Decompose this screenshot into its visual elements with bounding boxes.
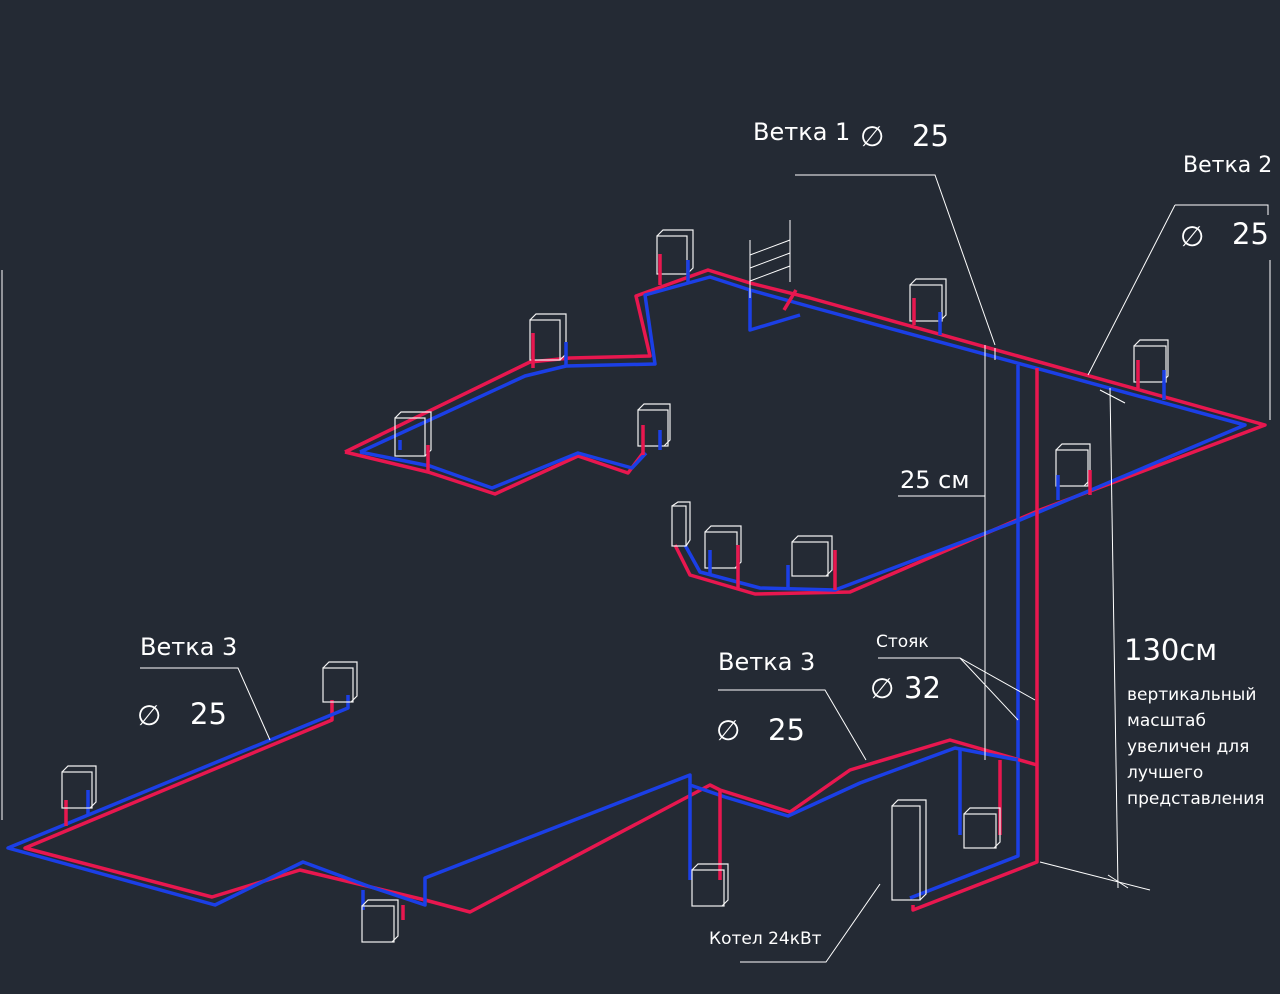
height-25-label: 25 см	[900, 466, 969, 494]
riser-label: Стояк	[876, 632, 929, 652]
riser-pipes	[909, 365, 1039, 912]
lower-radiators	[61, 661, 1001, 943]
branch3-right-label: Ветка 3	[718, 648, 815, 676]
upper-return-pipe	[359, 275, 1247, 592]
branch1-diameter: 25	[912, 119, 949, 153]
radiator-icon	[361, 899, 399, 943]
scale-note-line3: увеличен для	[1127, 737, 1249, 757]
branch3-left-diameter: 25	[190, 697, 227, 731]
boiler-label: Котел 24кВт	[709, 929, 822, 949]
upper-return-pipe-inner	[359, 450, 648, 490]
radiator-icon	[963, 807, 1001, 849]
branch2-diameter: 25	[1232, 217, 1269, 251]
riser-supply	[911, 368, 1039, 912]
lower-supply-pipe	[23, 700, 1038, 914]
upper-supply-pipe-inner	[344, 450, 645, 496]
ladder-return-pipe	[748, 290, 801, 332]
scale-note-line4: лучшего	[1127, 763, 1203, 783]
radiator-icon	[691, 863, 729, 907]
branch1-diameter-symbol: ∅	[860, 120, 884, 153]
riser-return	[909, 365, 1020, 900]
riser-diameter-symbol: ∅	[870, 672, 894, 705]
radiator-icon	[1055, 443, 1092, 500]
upper-supply-pipe	[344, 268, 1267, 596]
branch3-right-diameter-symbol: ∅	[716, 714, 740, 747]
branch2-label: Ветка 2	[1183, 153, 1272, 178]
radiator-icon	[61, 765, 97, 809]
ladder-supply-pipe	[782, 289, 798, 311]
radiator-icon	[529, 313, 568, 368]
upper-floor-pipes	[344, 268, 1267, 596]
boiler-icon	[891, 799, 927, 901]
labels: Ветка 1 ∅ 25 Ветка 2 ∅ 25 25 см Стояк ∅ …	[137, 118, 1272, 949]
radiator-icon	[704, 525, 742, 588]
radiator-icon	[394, 411, 432, 472]
height-130-label: 130см	[1124, 633, 1217, 667]
scale-note-line1: вертикальный	[1127, 685, 1256, 705]
riser-diameter: 32	[904, 671, 941, 705]
radiator-icon	[1133, 339, 1169, 400]
radiator-icon	[656, 229, 694, 285]
upper-radiators	[394, 229, 1169, 590]
branch3-left-label: Ветка 3	[140, 633, 237, 661]
branch1-label: Ветка 1	[753, 118, 850, 146]
scale-note-line5: представления	[1127, 789, 1265, 809]
branch2-diameter-symbol: ∅	[1180, 220, 1204, 253]
radiator-icon	[671, 501, 691, 547]
scale-note-line2: масштаб	[1127, 711, 1206, 731]
branch3-left-diameter-symbol: ∅	[137, 699, 161, 732]
branch3-right-diameter: 25	[768, 713, 805, 747]
lower-return-pipe	[6, 695, 1019, 907]
radiator-icon	[786, 535, 837, 590]
radiator-icon	[322, 661, 358, 703]
leader-lines	[1, 174, 1271, 963]
radiator-icon	[909, 278, 947, 335]
radiator-icon	[637, 403, 671, 455]
lower-floor-pipes	[6, 695, 1038, 920]
towel-ladder-icon	[749, 220, 791, 298]
